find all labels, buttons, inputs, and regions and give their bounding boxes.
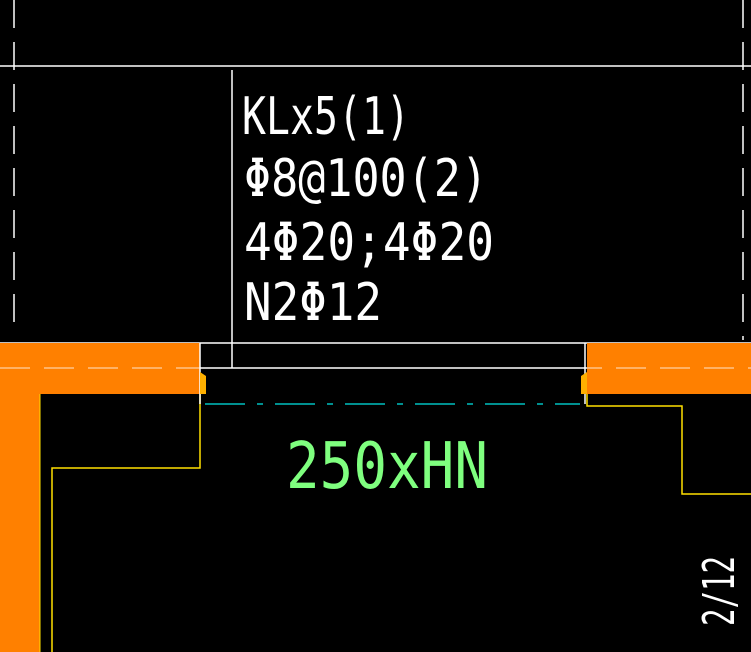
beam-label-line3: 4Φ20;4Φ20 [244,213,494,273]
left-wall-outline [51,394,201,652]
beam-label-line1: KLx5(1) [242,87,410,147]
beam-label-line2: Φ8@100(2) [244,149,488,209]
beam-label-line4: N2Φ12 [244,273,382,333]
right-wall-outline [586,394,751,495]
right-jamb-marker [581,372,587,394]
side-dimension-label: 2/12 [694,556,745,626]
left-wall-fill [0,343,200,652]
opening-size-label: 250xHN [286,430,488,504]
left-jamb-marker [200,372,206,394]
